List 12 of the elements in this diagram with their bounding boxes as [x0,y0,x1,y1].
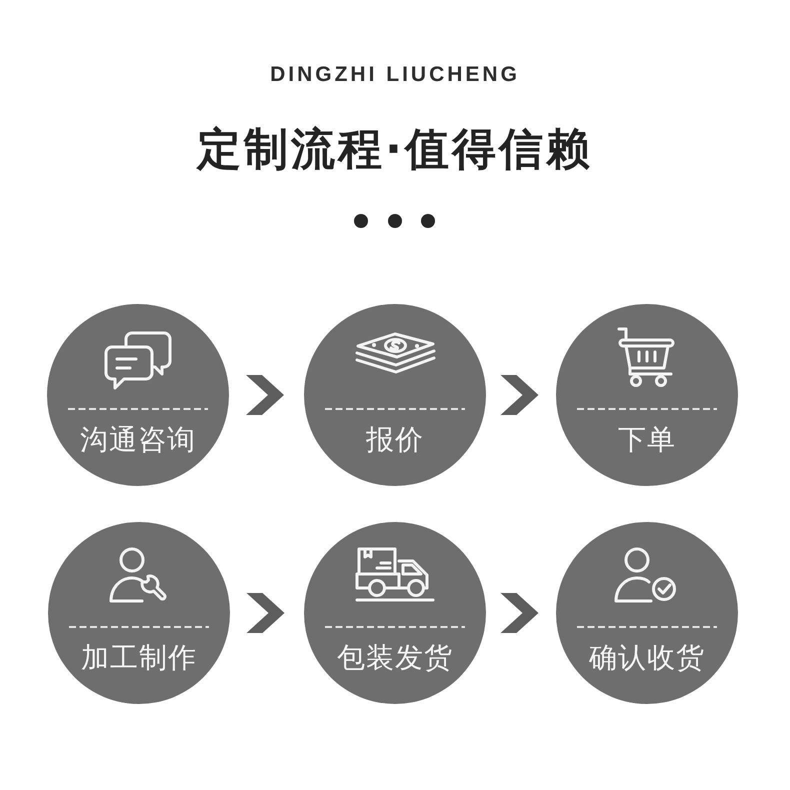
chevron-arrow [500,593,538,633]
step-label: 下单 [618,423,676,457]
step-label: 确认收货 [589,641,705,675]
chevron-arrow [246,375,284,415]
chevron-arrow [246,593,284,633]
page-title: 定制流程·值得信赖 [197,123,593,177]
step-label: 包装发货 [337,641,453,675]
step-label: 报价 [366,423,424,457]
chevron-arrow [500,375,538,415]
step-label: 加工制作 [81,641,197,675]
step-label: 沟通咨询 [80,423,196,457]
subtitle: DINGZHI LIUCHENG [270,62,520,88]
